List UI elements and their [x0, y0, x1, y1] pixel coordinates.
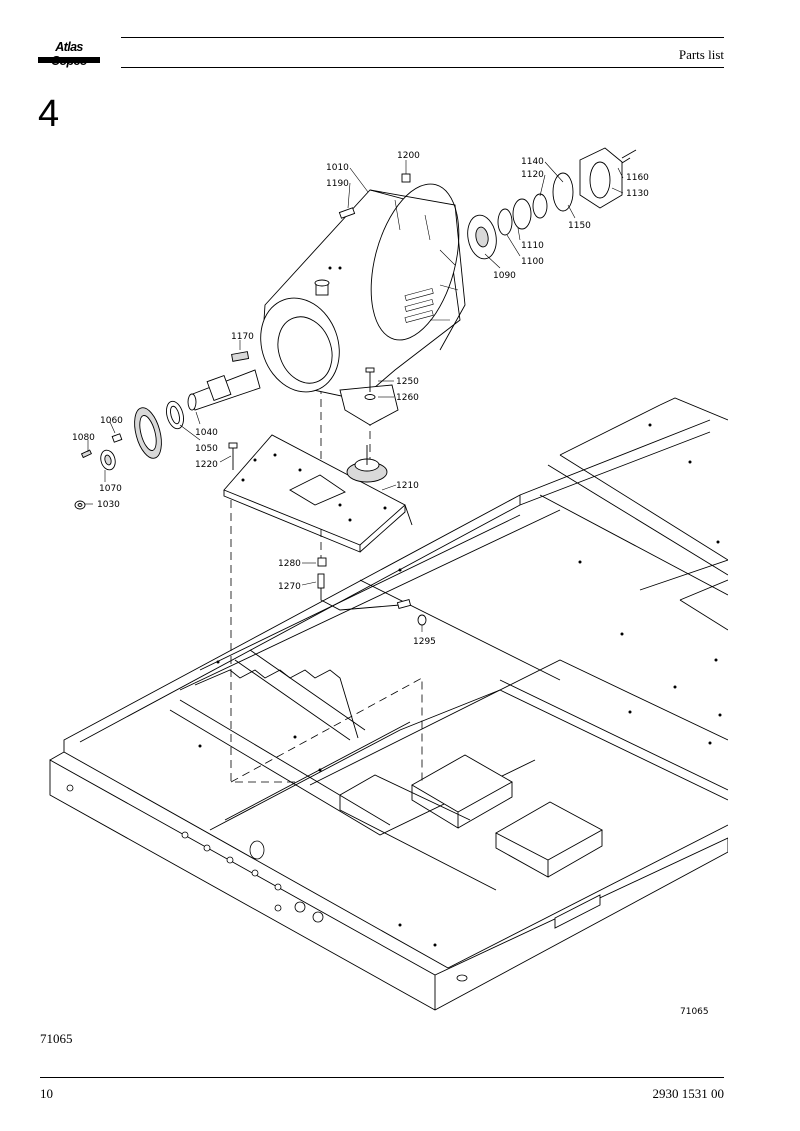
- header-title: Parts list: [678, 47, 724, 62]
- part-label: 1080: [72, 433, 95, 443]
- part-label: 1160: [626, 173, 649, 183]
- part-label: 1010: [326, 163, 349, 173]
- part-label: 1170: [231, 332, 254, 342]
- part-label: 1260: [396, 393, 419, 403]
- page-number: 10: [40, 1086, 53, 1101]
- assembly-guide-lines: [230, 360, 423, 783]
- part-label: 1190: [326, 179, 349, 189]
- part-label: 1280: [278, 559, 301, 569]
- section-number: 4: [38, 93, 60, 135]
- drive-shaft: [187, 351, 261, 411]
- figure-caption: 71065: [40, 1031, 73, 1046]
- logo-text: Atlas Copco: [51, 40, 87, 68]
- atlas-copco-logo: Atlas Copco: [38, 40, 100, 68]
- bearing-parts: [467, 147, 631, 260]
- part-label: 1030: [97, 500, 120, 510]
- part-label: 1270: [278, 582, 301, 592]
- mounting-plate: [223, 434, 413, 553]
- part-label: 1100: [521, 257, 544, 267]
- frame-assembly: [49, 397, 728, 1011]
- fasteners: [228, 149, 637, 626]
- part-label: 1250: [396, 377, 419, 387]
- part-labels: 1010 1190 1200 1140 1120 1160 1130 1150 …: [72, 151, 649, 647]
- header-rule-top: [121, 37, 724, 38]
- header-rule-bottom: [121, 67, 724, 68]
- part-label: 1210: [396, 481, 419, 491]
- part-label: 1040: [195, 428, 218, 438]
- gear-parts: [74, 400, 184, 510]
- part-label: 1220: [195, 460, 218, 470]
- part-label: 1120: [521, 170, 544, 180]
- part-label: 1090: [493, 271, 516, 281]
- part-label: 1295: [413, 637, 436, 647]
- part-label: 1130: [626, 189, 649, 199]
- drawing-id-label: 71065: [680, 1007, 709, 1017]
- part-label: 1200: [397, 151, 420, 161]
- footer-rule: [40, 1077, 724, 1078]
- exploded-view-drawing: 1010 1190 1200 1140 1120 1160 1130 1150 …: [49, 147, 728, 1017]
- part-label: 1060: [100, 416, 123, 426]
- gear-housing: [260, 183, 466, 426]
- logo-bar: [38, 57, 100, 63]
- part-label: 1140: [521, 157, 544, 167]
- part-label: 1070: [99, 484, 122, 494]
- part-label: 1050: [195, 444, 218, 454]
- document-number: 2930 1531 00: [652, 1086, 725, 1101]
- part-label: 1110: [521, 241, 544, 251]
- part-label: 1150: [568, 221, 591, 231]
- leader-lines: [85, 160, 624, 632]
